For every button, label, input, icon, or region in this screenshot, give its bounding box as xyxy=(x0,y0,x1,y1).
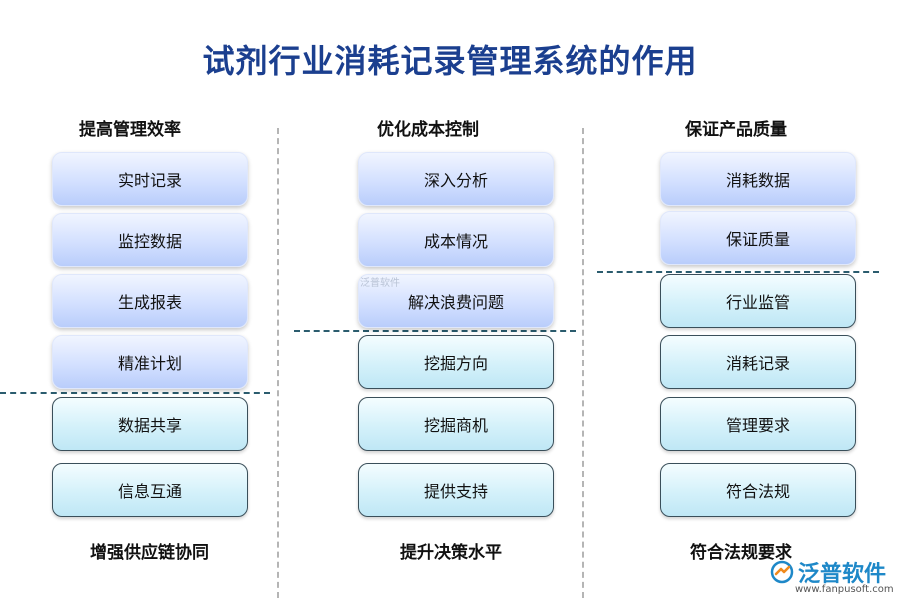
logo-url: www.fanpusoft.com xyxy=(795,584,894,595)
box-explore-direction: 挖掘方向 xyxy=(358,335,554,389)
box-generate-report: 生成报表 xyxy=(52,274,248,328)
logo-name: 泛普软件 xyxy=(798,562,887,587)
box-provide-support: 提供支持 xyxy=(358,463,554,517)
box-deep-analysis: 深入分析 xyxy=(358,152,554,206)
box-precise-plan: 精准计划 xyxy=(52,335,248,389)
box-info-exchange: 信息互通 xyxy=(52,463,248,517)
box-solve-waste: 解决浪费问题 xyxy=(358,274,554,328)
column-divider-2 xyxy=(582,128,584,598)
box-management-requirement: 管理要求 xyxy=(660,397,856,451)
box-consumption-record: 消耗记录 xyxy=(660,335,856,389)
box-cost-status: 成本情况 xyxy=(358,213,554,267)
box-ensure-quality: 保证质量 xyxy=(660,211,856,265)
box-consumption-data: 消耗数据 xyxy=(660,152,856,206)
box-monitor-data: 监控数据 xyxy=(52,213,248,267)
box-realtime-record: 实时记录 xyxy=(52,152,248,206)
logo-mark-icon xyxy=(770,560,794,584)
page-title: 试剂行业消耗记录管理系统的作用 xyxy=(202,42,698,80)
brand-logo: 泛普软件 xyxy=(770,556,886,588)
column-header-cost: 优化成本控制 xyxy=(377,120,479,140)
column-header-quality: 保证产品质量 xyxy=(685,120,787,140)
column-footer-supply-chain: 增强供应链协同 xyxy=(90,543,209,563)
column-header-efficiency: 提高管理效率 xyxy=(79,120,181,140)
section-divider-2 xyxy=(294,330,576,332)
watermark: 泛普软件 xyxy=(360,278,400,289)
box-data-sharing: 数据共享 xyxy=(52,397,248,451)
box-industry-supervision: 行业监管 xyxy=(660,274,856,328)
box-explore-opportunity: 挖掘商机 xyxy=(358,397,554,451)
box-regulation-compliance: 符合法规 xyxy=(660,463,856,517)
section-divider-3 xyxy=(597,271,879,273)
section-divider-1 xyxy=(0,392,270,394)
column-divider-1 xyxy=(277,128,279,598)
column-footer-decision: 提升决策水平 xyxy=(400,543,502,563)
column-footer-compliance: 符合法规要求 xyxy=(690,543,792,563)
